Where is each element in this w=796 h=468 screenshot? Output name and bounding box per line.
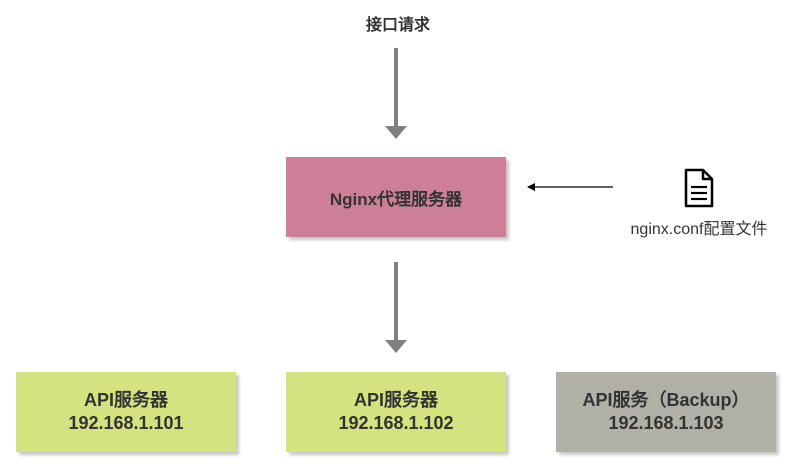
api-server-name: API服务器 <box>353 390 438 410</box>
api-server-backup-node[interactable]: API服务（Backup） 192.168.1.103 <box>556 372 776 452</box>
nginx-to-api-arrow <box>385 262 407 353</box>
config-arrow <box>527 183 613 191</box>
api-server-node-2[interactable]: API服务器 192.168.1.102 <box>286 372 506 452</box>
api-server-name: API服务器 <box>83 390 168 410</box>
nginx-proxy-node[interactable]: Nginx代理服务器 <box>286 157 506 237</box>
request-arrow <box>385 48 407 139</box>
document-icon <box>684 168 714 208</box>
api-server-name: API服务（Backup） <box>582 390 750 410</box>
config-file-label: nginx.conf配置文件 <box>630 221 768 238</box>
request-label: 接口请求 <box>365 17 430 34</box>
api-server-node-1[interactable]: API服务器 192.168.1.101 <box>16 372 236 452</box>
api-server-ip: 192.168.1.103 <box>608 413 724 433</box>
api-server-ip: 192.168.1.102 <box>338 413 454 433</box>
nginx-proxy-label: Nginx代理服务器 <box>329 189 463 209</box>
api-server-ip: 192.168.1.101 <box>68 413 184 433</box>
